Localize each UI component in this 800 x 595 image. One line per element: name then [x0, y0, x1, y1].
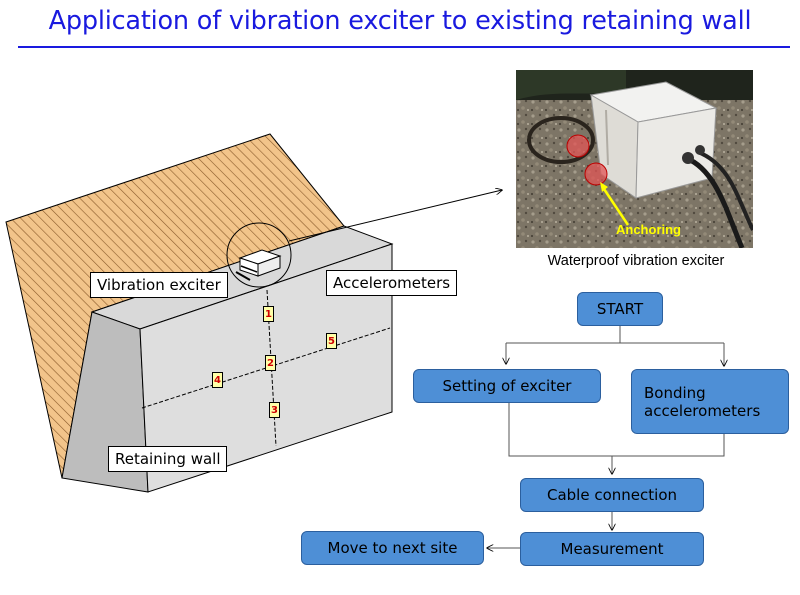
measure-line-horizontal: [141, 327, 391, 409]
accelerometer-5: 5: [326, 333, 337, 349]
flow-move-next-site: Move to next site: [301, 531, 484, 565]
page-title: Application of vibration exciter to exis…: [48, 6, 752, 36]
flow-cable-connection: Cable connection: [520, 478, 704, 512]
accelerometer-2: 2: [265, 355, 276, 371]
label-retaining-wall: Retaining wall: [108, 446, 228, 472]
photo-caption: Waterproof vibration exciter: [547, 253, 725, 269]
accelerometer-1: 1: [263, 306, 274, 322]
label-vibration-exciter: Vibration exciter: [90, 272, 228, 298]
flow-setting-exciter: Setting of exciter: [413, 369, 601, 403]
vibration-exciter-device: [235, 249, 282, 281]
accelerometer-3: 3: [269, 402, 280, 418]
exciter-zoom-circle: [226, 222, 292, 288]
exciter-photo: Anchoring: [516, 70, 753, 248]
title-underline: [18, 46, 790, 48]
pointer-arrow: [288, 190, 502, 242]
flow-start: START: [577, 292, 663, 326]
label-accelerometers: Accelerometers: [326, 270, 458, 296]
flow-bonding-accelerometers: Bonding accelerometers: [631, 369, 789, 434]
flow-measurement: Measurement: [520, 532, 704, 566]
accelerometer-4: 4: [212, 372, 223, 388]
anchoring-label: Anchoring: [616, 222, 681, 237]
flow-connectors: [487, 326, 724, 548]
